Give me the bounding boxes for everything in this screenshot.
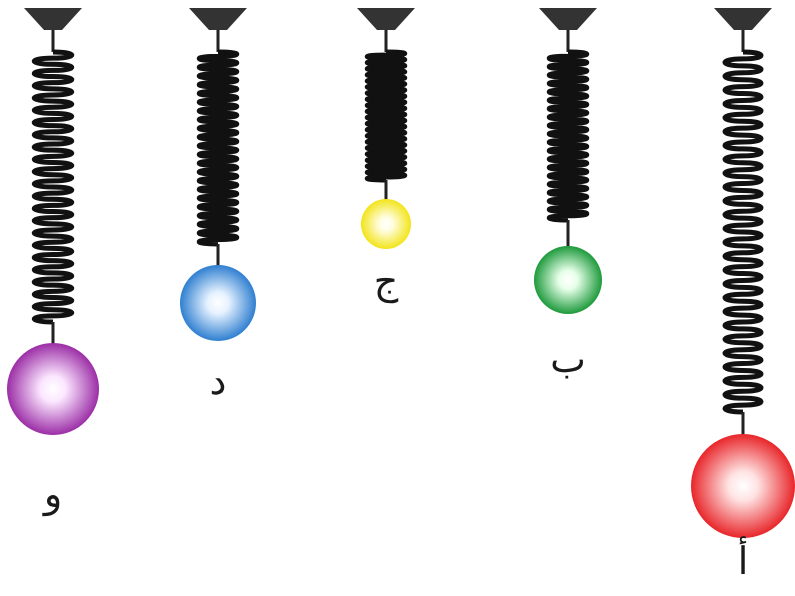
ceiling-mount-c [357, 8, 415, 30]
spring-assembly-b [534, 8, 602, 314]
coil-c [367, 52, 405, 180]
ceiling-mount-e [24, 8, 82, 30]
spring-assembly-a [691, 8, 795, 538]
ball-a [691, 434, 795, 538]
ceiling-mount-a [714, 8, 772, 30]
ceiling-mount-b [539, 8, 597, 30]
coil-a [725, 52, 761, 412]
ball-d [180, 265, 256, 341]
label-d: د [188, 362, 248, 400]
coil-b [549, 52, 587, 220]
spring-assembly-e [7, 8, 99, 435]
spring-assembly-d [180, 8, 256, 341]
ball-c [361, 199, 411, 249]
label-a: أ [713, 542, 773, 580]
ball-e [7, 343, 99, 435]
coil-d [199, 52, 237, 244]
ceiling-mount-d [189, 8, 247, 30]
label-e: و [23, 475, 83, 513]
label-c: ج [356, 262, 416, 300]
label-b: ب [538, 340, 598, 378]
coil-e [34, 52, 72, 322]
spring-assembly-c [357, 8, 415, 249]
ball-b [534, 246, 602, 314]
